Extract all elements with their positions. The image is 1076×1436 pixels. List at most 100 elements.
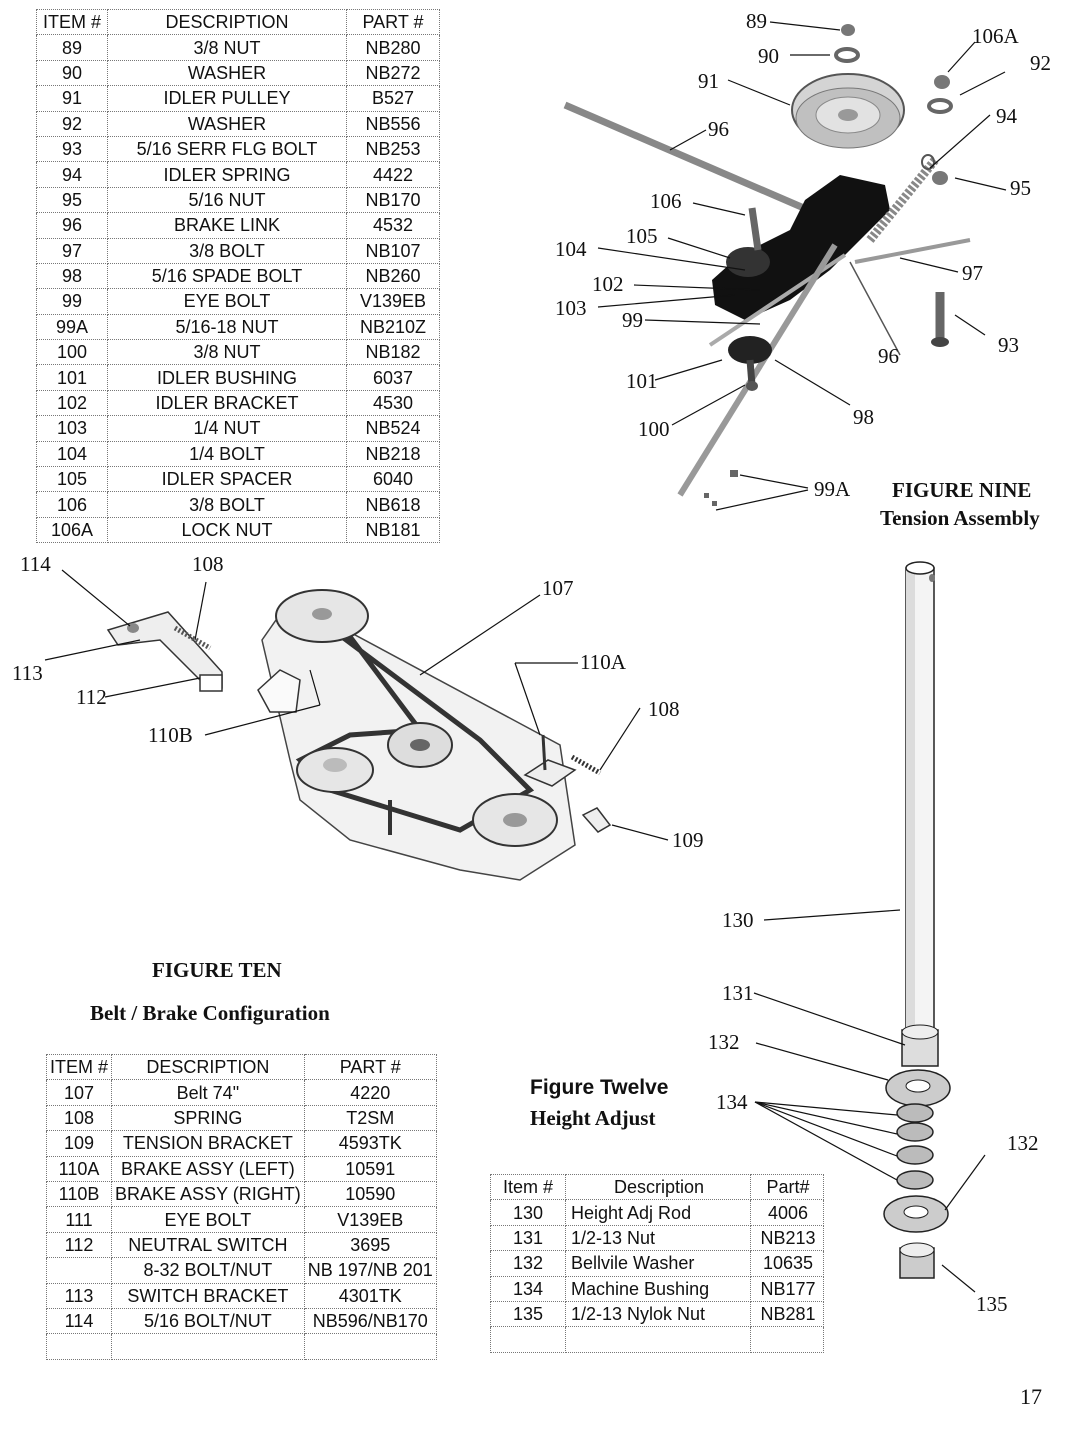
bolt-106 — [748, 207, 762, 251]
idler-pulley — [791, 73, 905, 149]
callout-135: 135 — [976, 1292, 1008, 1316]
cell-item: 89 — [36, 34, 108, 61]
cell-description: IDLER SPACER — [107, 466, 347, 493]
cell-part: NB280 — [346, 34, 440, 61]
machine-bushings — [896, 1103, 934, 1190]
callout-112: 112 — [76, 685, 107, 709]
cell-part: NB281 — [750, 1300, 824, 1328]
cell-description: 8-32 BOLT/NUT — [111, 1257, 305, 1284]
figure-twelve-title: Figure Twelve — [530, 1076, 669, 1099]
header-item: ITEM # — [45, 1053, 113, 1081]
cell-part — [303, 1333, 437, 1360]
cell-item: 110A — [45, 1155, 113, 1182]
callout-93: 93 — [998, 333, 1019, 357]
brake-assy-left — [523, 759, 577, 787]
figure-nine-leaders — [597, 21, 1007, 511]
cell-description: BRAKE ASSY (LEFT) — [111, 1155, 305, 1182]
brake-link-96 — [677, 243, 838, 497]
figure-nine-subtitle: Tension Assembly — [880, 506, 1040, 530]
cell-item: 90 — [36, 59, 108, 87]
cell-part: 10591 — [303, 1155, 437, 1182]
cell-item: 110B — [45, 1180, 113, 1208]
cell-description: 3/8 BOLT — [107, 491, 347, 518]
table-header-row: ITEM # DESCRIPTION PART # — [36, 8, 440, 36]
nut-89 — [841, 24, 855, 36]
callout-132-bottom: 132 — [1007, 1131, 1039, 1155]
cell-part: NB107 — [346, 237, 440, 264]
callout-90: 90 — [758, 44, 779, 68]
cell-description — [565, 1326, 751, 1353]
cell-item: 93 — [36, 135, 108, 163]
figure-ten-leaders — [44, 569, 669, 841]
cell-item: 97 — [36, 237, 108, 264]
cell-part: 4220 — [303, 1079, 437, 1106]
nut-131 — [901, 1024, 939, 1067]
header-description: Description — [565, 1173, 751, 1201]
cell-part — [750, 1326, 824, 1353]
tension-bracket — [581, 807, 612, 833]
cell-description: Height Adj Rod — [565, 1199, 751, 1226]
callout-103: 103 — [555, 296, 587, 320]
callout-99: 99 — [622, 308, 643, 332]
leader-line — [849, 261, 901, 356]
cell-description: SWITCH BRACKET — [111, 1282, 305, 1309]
cell-part: 10635 — [750, 1250, 824, 1277]
figure-twelve-subtitle: Height Adjust — [530, 1106, 656, 1130]
header-part: Part# — [750, 1173, 824, 1201]
callout-110a: 110A — [580, 650, 626, 674]
idler-spacer — [726, 247, 770, 277]
header-description: DESCRIPTION — [107, 8, 347, 36]
callout-131: 131 — [722, 981, 754, 1005]
cell-part: NB596/NB170 — [303, 1307, 437, 1335]
washer-90 — [834, 47, 860, 63]
callout-110b: 110B — [148, 723, 193, 747]
callout-95: 95 — [1010, 176, 1031, 200]
cell-description: IDLER SPRING — [107, 161, 347, 188]
cell-item: 107 — [45, 1079, 113, 1106]
callout-113: 113 — [12, 661, 43, 685]
pulley-left — [296, 747, 374, 793]
callout-134: 134 — [716, 1090, 748, 1114]
neutral-switch — [199, 674, 223, 692]
cell-part: V139EB — [346, 288, 440, 315]
cell-part: 6040 — [346, 466, 440, 493]
header-item: ITEM # — [36, 8, 108, 36]
cell-part: 4301TK — [303, 1282, 437, 1309]
page-number: 17 — [1020, 1384, 1042, 1409]
cell-description: Machine Bushing — [565, 1275, 751, 1302]
callout-99a: 99A — [814, 477, 851, 501]
callout-107: 107 — [542, 576, 574, 600]
cell-item: 132 — [490, 1250, 566, 1277]
cell-item: 96 — [36, 212, 108, 239]
callout-105: 105 — [626, 224, 658, 248]
cell-part: 4532 — [346, 212, 440, 239]
cell-item: 108 — [45, 1104, 113, 1132]
callout-89: 89 — [746, 9, 767, 33]
cell-description — [111, 1333, 305, 1360]
cell-part: NB170 — [346, 186, 440, 214]
callout-114: 114 — [20, 552, 51, 576]
callout-106: 106 — [650, 189, 682, 213]
cell-description: WASHER — [107, 59, 347, 87]
brake-link-rod — [563, 101, 822, 219]
cell-description: BRAKE LINK — [107, 212, 347, 239]
cell-description: 5/16 SPADE BOLT — [107, 262, 347, 290]
cell-part: NB556 — [346, 110, 440, 137]
cell-part: NB210Z — [346, 313, 440, 341]
nut-95 — [932, 171, 948, 185]
